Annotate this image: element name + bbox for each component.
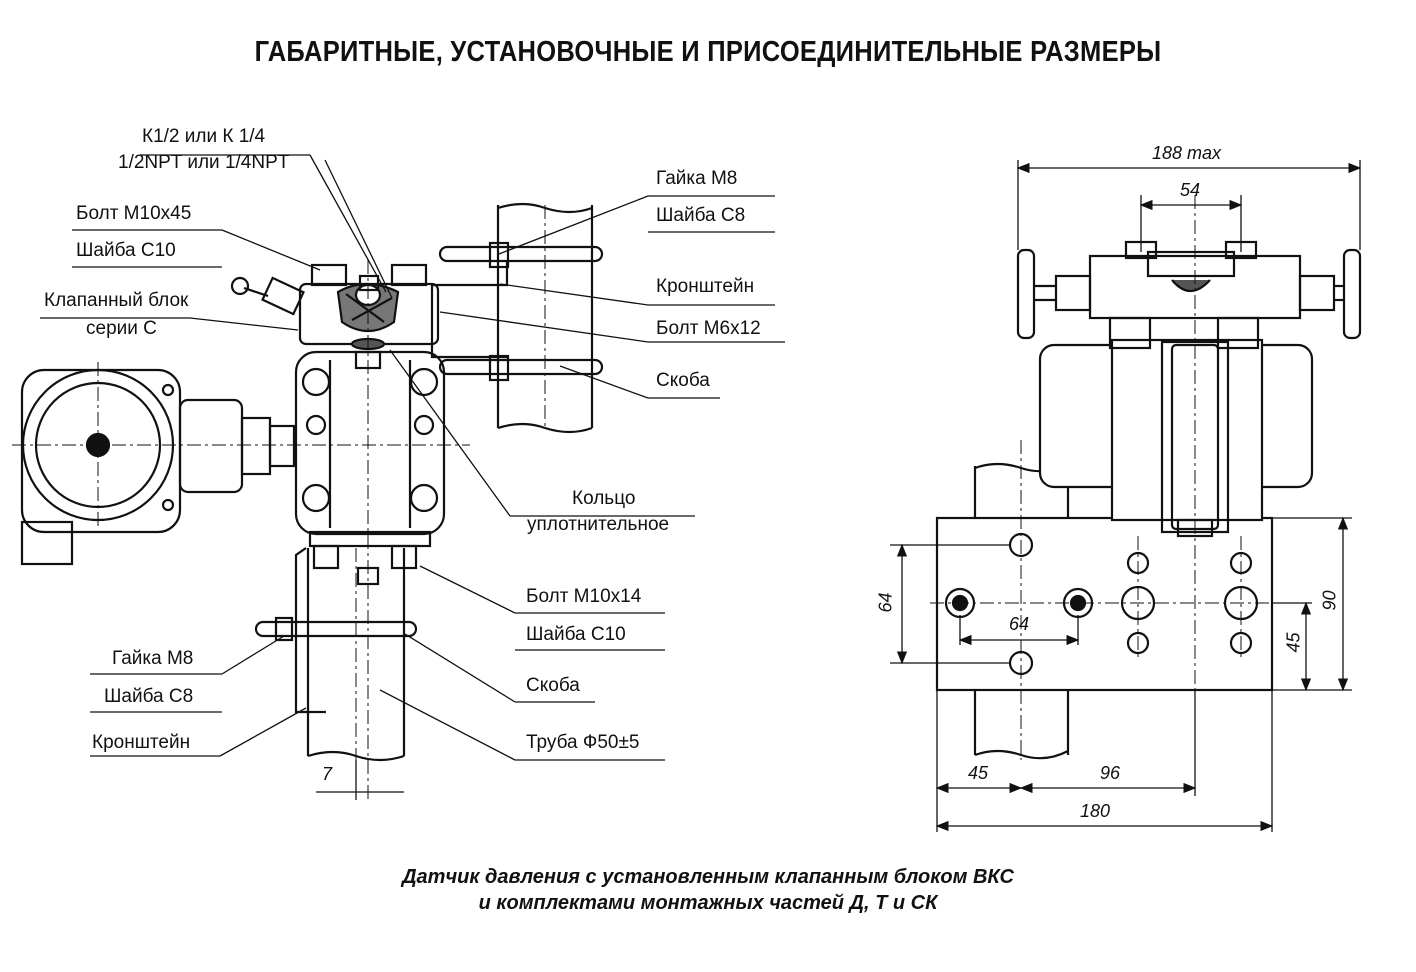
- dim-54: 54: [1180, 180, 1201, 200]
- sensor-right: [1038, 338, 1314, 538]
- dim-7: 7: [322, 764, 333, 784]
- dim-188-max: 188 max: [1152, 143, 1222, 163]
- label-pipe: Труба Ф50±5: [526, 732, 640, 753]
- label-clamp-bottom: Скоба: [526, 675, 580, 696]
- label-clamp-top: Скоба: [656, 370, 710, 391]
- label-thread-2: 1/2NPT или 1/4NPT: [118, 152, 290, 173]
- label-nut-m8-bottom: Гайка М8: [112, 648, 194, 669]
- label-washer-c8-top: Шайба С8: [656, 205, 746, 226]
- label-valve-block-1: Клапанный блок: [44, 290, 189, 311]
- dim-180: 180: [1080, 801, 1111, 821]
- dim-45-horizontal: 45: [968, 763, 989, 783]
- dim-45-vertical: 45: [1283, 632, 1304, 653]
- caption-line-1: Датчик давления с установленным клапанны…: [402, 866, 1014, 888]
- label-bolt-m6x12: Болт М6х12: [656, 318, 761, 339]
- sensor-body: [294, 350, 446, 586]
- label-bracket-top: Кронштейн: [656, 276, 755, 297]
- label-ring-2: уплотнительное: [527, 514, 670, 535]
- label-washer-c8-bottom: Шайба С8: [104, 686, 194, 707]
- label-ring-1: Кольцо: [572, 488, 636, 509]
- page-title: ГАБАРИТНЫЕ, УСТАНОВОЧНЫЕ И ПРИСОЕДИНИТЕЛ…: [254, 36, 1162, 68]
- label-washer-c10-bottom: Шайба С10: [526, 624, 626, 645]
- label-nut-m8-top: Гайка М8: [656, 168, 738, 189]
- bracket-top: [430, 262, 509, 359]
- label-bolt-m10x45: Болт М10х45: [76, 203, 192, 224]
- label-valve-block-2: серии С: [86, 318, 157, 339]
- clamp-top: [438, 241, 604, 382]
- handle: [230, 276, 305, 316]
- electronics-housing: [20, 368, 296, 566]
- dim-90: 90: [1319, 590, 1340, 611]
- valve-block-right: [1016, 240, 1362, 350]
- bracket-bottom: [294, 547, 326, 714]
- label-bolt-m10x14: Болт М10х14: [526, 586, 642, 607]
- mount-plate: [935, 516, 1274, 692]
- clamp-bottom: [254, 616, 418, 642]
- dim-64-horizontal: 64: [1009, 614, 1030, 634]
- label-bracket-bottom: Кронштейн: [92, 732, 191, 753]
- caption-line-2: и комплектами монтажных частей Д, Т и СК: [478, 892, 938, 914]
- label-thread-1: К1/2 или К 1/4: [142, 126, 266, 147]
- valve-block: [298, 263, 440, 351]
- dim-96: 96: [1100, 763, 1121, 783]
- dim-64-vertical: 64: [875, 592, 896, 613]
- label-washer-c10-top: Шайба С10: [76, 240, 176, 261]
